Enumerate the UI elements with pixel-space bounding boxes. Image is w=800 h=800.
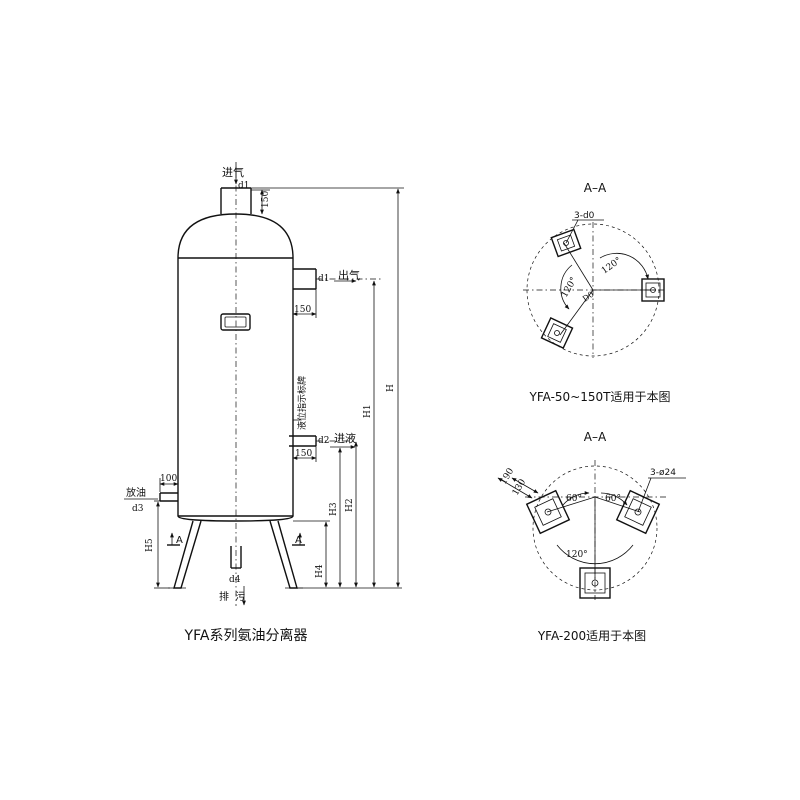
radial-1-top [563,242,594,291]
bolt-circle-bottom [532,465,658,591]
hole-leader-bottom [637,477,652,513]
foot-pad-b3 [579,567,611,599]
hole-label-top: 3-d0 [574,211,595,221]
radial-2-bottom [594,496,641,513]
section-marker-right: A [292,532,305,546]
dim-150-top: 150 [251,189,271,215]
section-aa-bottom-title: A–A [584,430,607,444]
d3-label: d3 [132,504,144,514]
svg-text:H4: H4 [315,564,325,578]
angle-60-right: 60° [605,494,621,504]
arc-60-left [562,491,590,506]
dim-150-outlet: 150 [292,289,317,318]
dim-150-liquid: 150 [292,446,317,462]
dim-H3: H3 [329,447,342,588]
sewage-label: 排污 [219,590,251,603]
svg-text:A: A [295,535,302,546]
vessel-elevation: 进气 d1 150 d1 出气 150 液位指示标牌 [124,162,404,644]
dim-H4: H4 [293,520,330,588]
outlet-label: 出气 [338,268,360,282]
svg-text:H3: H3 [329,502,339,516]
left-caption: YFA系列氨油分离器 [184,627,308,644]
dim-130: 130 [511,477,539,498]
svg-text:190: 190 [499,466,516,486]
right-bottom-caption: YFA-200适用于本图 [537,629,646,643]
svg-text:150: 150 [261,191,271,208]
svg-text:H2: H2 [345,498,355,512]
svg-text:150: 150 [295,449,312,459]
svg-text:H5: H5 [145,538,155,552]
angle-60-left: 60° [566,494,582,504]
radial-3-top [559,289,594,336]
svg-text:A: A [176,535,183,546]
d1-side-label: d1 [318,274,330,284]
dim-H1: H1 [363,280,376,588]
section-aa-top: A–A 120° 120° D0 3-d0 YFA-50~150 [523,181,670,404]
foot-pad-1 [550,228,582,258]
arc-120-b [560,264,573,310]
foot-pad-2 [641,278,665,302]
d1-top-label: d1 [238,181,250,191]
oil-drain-nozzle [159,492,178,502]
right-top-caption: YFA-50~150T适用于本图 [529,390,671,404]
hole-leader-top [565,219,579,244]
radial-1-bottom [546,496,596,513]
svg-text:100: 100 [160,474,177,484]
hole-label-bottom: 3-ø24 [650,468,676,478]
arc-60-right [600,492,628,506]
foot-pad-b1 [525,489,571,535]
outlet-nozzle [293,268,382,290]
svg-text:150: 150 [294,305,311,315]
angle-label-1: 120° [600,256,624,277]
dim-H5: H5 [145,500,170,589]
d4-label: d4 [229,575,241,585]
dim-H: H [251,187,404,588]
svg-text:H1: H1 [363,404,373,418]
oil-drain-label: 放油 [126,486,146,499]
arc-120-a [599,252,650,280]
dim-H2: H2 [345,441,358,588]
angle-label-2: 120° [560,276,580,300]
section-aa-top-title: A–A [584,181,607,195]
sewage-pipe [230,546,242,569]
liquid-inlet-nozzle [289,435,352,447]
d2-label: d2 [318,436,330,446]
section-marker-left: A [167,532,183,546]
nameplate-window-inner [224,316,247,328]
d0-mark: D0 [581,290,596,304]
section-aa-bottom: A–A 60° 60° 120° 190 [497,430,686,643]
inlet-label: 进气 [222,165,244,179]
liquid-inlet-label: 进液 [334,431,356,445]
foot-pad-3 [540,317,574,349]
svg-text:H: H [386,384,396,392]
level-plate-label: 液位指示标牌 [296,376,308,430]
dim-100: 100 [159,474,179,492]
arc-120-bottom [556,544,634,565]
vessel-shell [177,213,294,522]
nameplate-window [220,313,251,331]
angle-120-bottom: 120° [566,550,588,560]
